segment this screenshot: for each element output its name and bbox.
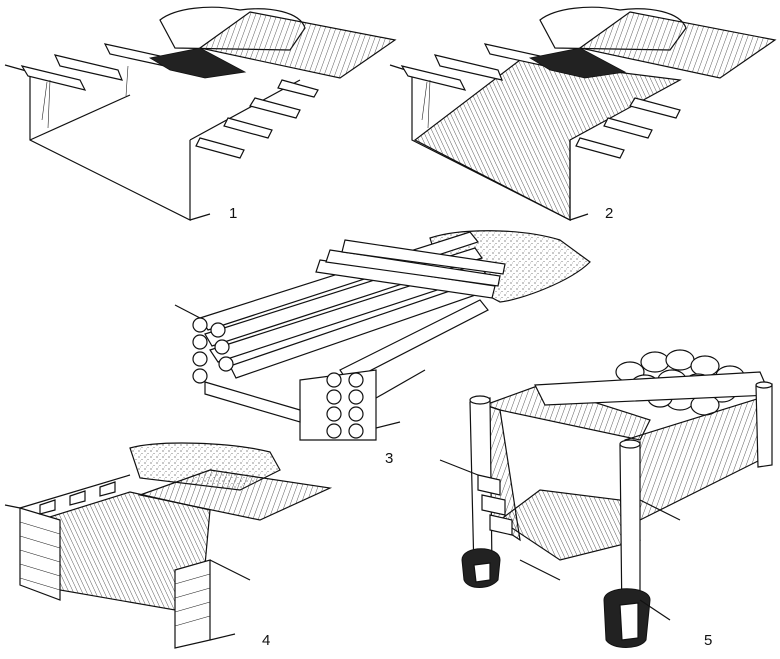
figure-5-post-box <box>439 349 773 648</box>
figure-1-trench-deck <box>4 6 397 221</box>
figure-number-2: 2 <box>605 205 614 222</box>
figure-2-trench-floor <box>389 6 777 221</box>
figure-number-5: 5 <box>704 632 713 649</box>
figure-number-3: 3 <box>385 450 394 467</box>
figure-number-1: 1 <box>229 205 238 222</box>
figure-3-log-crib <box>174 230 591 441</box>
figure-number-4: 4 <box>262 632 271 649</box>
figure-4-plank-pit <box>4 442 333 649</box>
